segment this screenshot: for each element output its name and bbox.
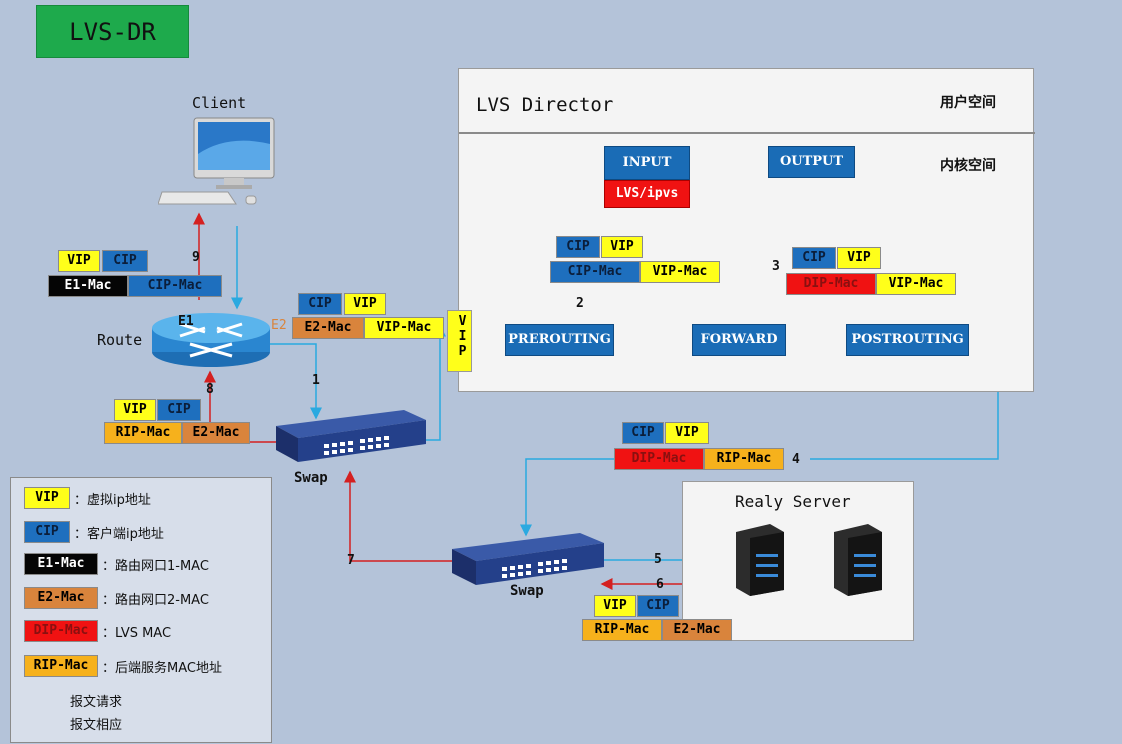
legend-tag-e2-mac: E2-Mac: [24, 587, 98, 609]
legend-panel: [10, 477, 272, 743]
client-label: Client: [192, 94, 247, 112]
prerouting-box: PREROUTING: [505, 324, 614, 356]
step-number: 6: [656, 577, 664, 592]
lvs-ipvs-box: LVS/ipvs: [604, 180, 690, 208]
tag-e1-mac: E1-Mac: [48, 275, 128, 297]
legend-tag-vip: VIP: [24, 487, 70, 509]
tag-dip-mac: DIP-Mac: [786, 273, 876, 295]
tag-cip-mac: CIP-Mac: [550, 261, 640, 283]
swap2-label: Swap: [510, 583, 544, 599]
server-icon: [736, 524, 784, 596]
tag-vip: VIP: [58, 250, 100, 272]
legend-tag-rip-mac: RIP-Mac: [24, 655, 98, 677]
tag-rip-mac: RIP-Mac: [104, 422, 182, 444]
step-number: 2: [576, 296, 584, 311]
tag-vip-mac: VIP-Mac: [364, 317, 444, 339]
tag-vip: VIP: [114, 399, 156, 421]
tag-rip-mac: RIP-Mac: [582, 619, 662, 641]
legend-request-label: 报文请求: [68, 691, 125, 710]
tag-dip-mac: DIP-Mac: [614, 448, 704, 470]
request-line-route-swap: [270, 343, 322, 420]
page-title-text: LVS-DR: [69, 18, 156, 46]
kernel-space-label: 内核空间: [940, 158, 996, 174]
tag-cip: CIP: [792, 247, 836, 269]
legend-tag-cip: CIP: [24, 521, 70, 543]
forward-box: FORWARD: [692, 324, 786, 356]
lvs-director-title: LVS Director: [476, 94, 614, 116]
legend-tag-dip-mac: DIP-Mac: [24, 620, 98, 642]
step-number: 1: [312, 373, 320, 388]
legend-response-label: 报文相应: [68, 714, 125, 733]
step-number: 8: [206, 382, 214, 397]
router-icon: [152, 313, 270, 367]
client-computer-icon: [158, 117, 275, 205]
tag-vip: VIP: [594, 595, 636, 617]
switch-icon: [276, 410, 426, 462]
route-e2-label: E2: [271, 318, 287, 333]
tag-vip: VIP: [837, 247, 881, 269]
legend-text-vip: ：虚拟ip地址: [74, 493, 151, 508]
input-box: INPUT: [604, 146, 690, 180]
switch-icon: [452, 533, 604, 585]
response-line-swap2-swap1: [344, 470, 454, 562]
tag-e2-mac: E2-Mac: [182, 422, 250, 444]
tag-cip: CIP: [556, 236, 600, 258]
output-box: OUTPUT: [768, 146, 855, 178]
legend-text-e1-mac: ：路由网口1-MAC: [102, 559, 209, 574]
legend-text-e2-mac: ：路由网口2-MAC: [102, 593, 209, 608]
tag-e2-mac: E2-Mac: [662, 619, 732, 641]
tag-vip-mac: VIP-Mac: [876, 273, 956, 295]
tag-vip-mac: VIP-Mac: [640, 261, 720, 283]
tag-cip-mac: CIP-Mac: [128, 275, 222, 297]
vip-vertical-text: VIP: [455, 314, 470, 359]
tag-cip: CIP: [102, 250, 148, 272]
tag-e2-mac: E2-Mac: [292, 317, 364, 339]
request-line-swap-vip: [426, 324, 446, 441]
route-e1-label: E1: [178, 314, 194, 329]
step-number: 5: [654, 552, 662, 567]
step-number: 7: [347, 553, 355, 568]
step-number: 3: [772, 259, 780, 274]
postrouting-box: POSTROUTING: [846, 324, 969, 356]
real-server-title: Realy Server: [735, 492, 851, 511]
tag-vip: VIP: [344, 293, 386, 315]
tag-cip: CIP: [157, 399, 201, 421]
tag-vip: VIP: [601, 236, 643, 258]
legend-text-rip-mac: ：后端服务MAC地址: [102, 661, 222, 676]
tag-vip: VIP: [665, 422, 709, 444]
legend-text-dip-mac: ：LVS MAC: [102, 626, 172, 641]
step-number: 9: [192, 250, 200, 265]
tag-cip: CIP: [622, 422, 664, 444]
swap1-label: Swap: [294, 470, 328, 486]
page-title: LVS-DR: [36, 5, 189, 58]
step-number: 4: [792, 452, 800, 467]
tag-cip: CIP: [298, 293, 342, 315]
user-space-label: 用户空间: [940, 95, 996, 111]
tag-cip: CIP: [637, 595, 679, 617]
legend-tag-e1-mac: E1-Mac: [24, 553, 98, 575]
route-label: Route: [97, 331, 143, 349]
vip-vertical-box: VIP: [447, 310, 472, 372]
server-icon: [834, 524, 882, 596]
user-space-divider: [459, 132, 1035, 134]
legend-text-cip: ：客户端ip地址: [74, 527, 164, 542]
tag-rip-mac: RIP-Mac: [704, 448, 784, 470]
